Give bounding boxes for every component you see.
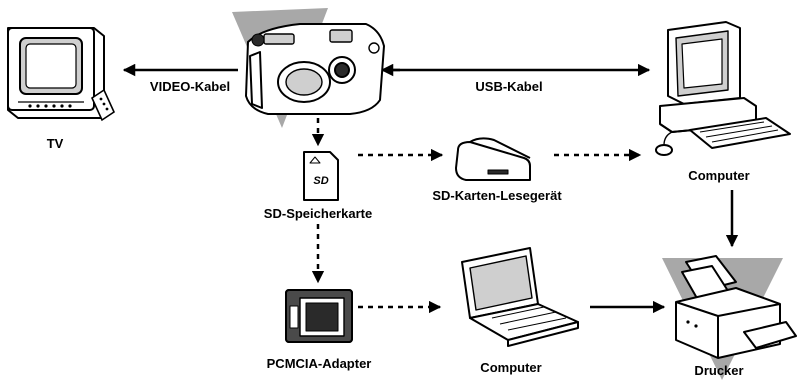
sd-logo: SD: [313, 175, 328, 187]
camera-icon: [245, 23, 385, 115]
label-pcmcia-adapter: PCMCIA-Adapter: [266, 356, 372, 371]
label-card-reader: SD-Karten-Lesegerät: [432, 188, 562, 203]
label-usb-cable: USB-Kabel: [475, 79, 543, 94]
label-video-cable: VIDEO-Kabel: [149, 79, 231, 94]
tv-icon: [7, 27, 105, 119]
label-computer-desktop: Computer: [688, 168, 750, 183]
printer-icon: [675, 255, 797, 359]
pcmcia-adapter-icon: [285, 289, 353, 343]
desktop-computer-icon: [655, 21, 791, 156]
remote-control-icon: [90, 88, 116, 122]
label-computer-laptop: Computer: [480, 360, 542, 375]
label-tv: TV: [46, 136, 64, 151]
card-reader-icon: [455, 137, 531, 181]
laptop-icon: [461, 247, 579, 347]
sd-card-icon: [303, 151, 339, 201]
label-sd-card: SD-Speicherkarte: [263, 206, 373, 221]
label-printer: Drucker: [694, 363, 744, 378]
